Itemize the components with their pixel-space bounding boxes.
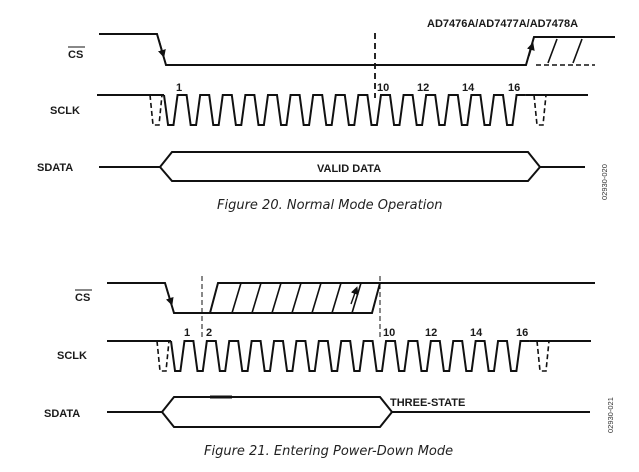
clock-number: 16 <box>516 327 528 339</box>
sclk-pulse-train <box>170 340 530 372</box>
cs-hatch-line <box>271 282 282 314</box>
cs-hatch-line <box>572 38 583 64</box>
cs-hatch-line <box>331 282 342 314</box>
clock-number: 2 <box>206 327 212 339</box>
sclk-optional-pulse <box>536 340 550 372</box>
cs-rising-edge-arrow <box>350 286 359 305</box>
cs-label: CS <box>75 289 92 304</box>
clock-number: 12 <box>417 82 429 94</box>
cs-hatch-line <box>351 282 362 314</box>
clock-number: 14 <box>462 82 475 94</box>
sdata-signal-name: SDATA <box>37 162 73 174</box>
figure-20: AD7476A/AD7477A/AD7478A CS SCLK SDATA 1 … <box>37 18 615 213</box>
cs-transition-hatch <box>209 282 595 314</box>
figure-21: CS SCLK SDATA 1 2 10 12 14 16 THREE-STAT… <box>44 276 615 459</box>
sdata-waveform-bottom <box>159 166 541 182</box>
clock-number: 10 <box>383 327 395 339</box>
cs-hatch-line <box>251 282 262 314</box>
cs-waveform <box>107 282 214 314</box>
cs-hatch-line <box>547 38 558 64</box>
sdata-waveform-bottom <box>161 411 393 428</box>
sclk-pulse-train <box>163 94 526 126</box>
clock-number: 10 <box>377 82 389 94</box>
clock-number: 14 <box>470 327 483 339</box>
figure-code: 02930-020 <box>600 164 609 200</box>
sclk-signal-name: SCLK <box>50 105 80 117</box>
figure-code: 02930-021 <box>606 397 615 433</box>
cs-hatch-line <box>231 282 242 314</box>
sdata-signal-name: SDATA <box>44 408 80 420</box>
sdata-waveform-top <box>107 396 590 413</box>
cs-hatch-line <box>311 282 322 314</box>
sclk-waveform <box>97 94 588 126</box>
cs-signal-name: CS <box>75 292 90 304</box>
cs-low-bound <box>214 282 381 314</box>
valid-data-label: VALID DATA <box>317 163 381 175</box>
sclk-optional-pulse <box>156 340 170 372</box>
cs-high-after <box>209 282 595 314</box>
clock-number: 1 <box>176 82 182 94</box>
cs-waveform <box>99 33 615 66</box>
clock-number: 1 <box>184 327 190 339</box>
cs-falling-edge-arrow <box>165 289 174 306</box>
clock-number: 16 <box>508 82 520 94</box>
sclk-signal-name: SCLK <box>57 350 87 362</box>
sclk-optional-pulse <box>149 94 163 126</box>
cs-falling-edge-arrow <box>158 39 166 58</box>
part-number-label: AD7476A/AD7477A/AD7478A <box>427 18 578 30</box>
cs-hatch-line <box>291 282 302 314</box>
figure-caption: Figure 20. Normal Mode Operation <box>217 198 443 213</box>
cs-signal-name: CS <box>68 49 83 61</box>
sclk-waveform <box>107 340 591 372</box>
figure-caption: Figure 21. Entering Power-Down Mode <box>204 444 453 459</box>
cs-rising-edge-arrow <box>527 42 535 57</box>
clock-number: 12 <box>425 327 437 339</box>
sdata-waveform-top <box>99 151 585 168</box>
sclk-optional-pulse <box>533 94 547 126</box>
three-state-label: THREE-STATE <box>390 397 465 409</box>
cs-label: CS <box>68 46 85 61</box>
